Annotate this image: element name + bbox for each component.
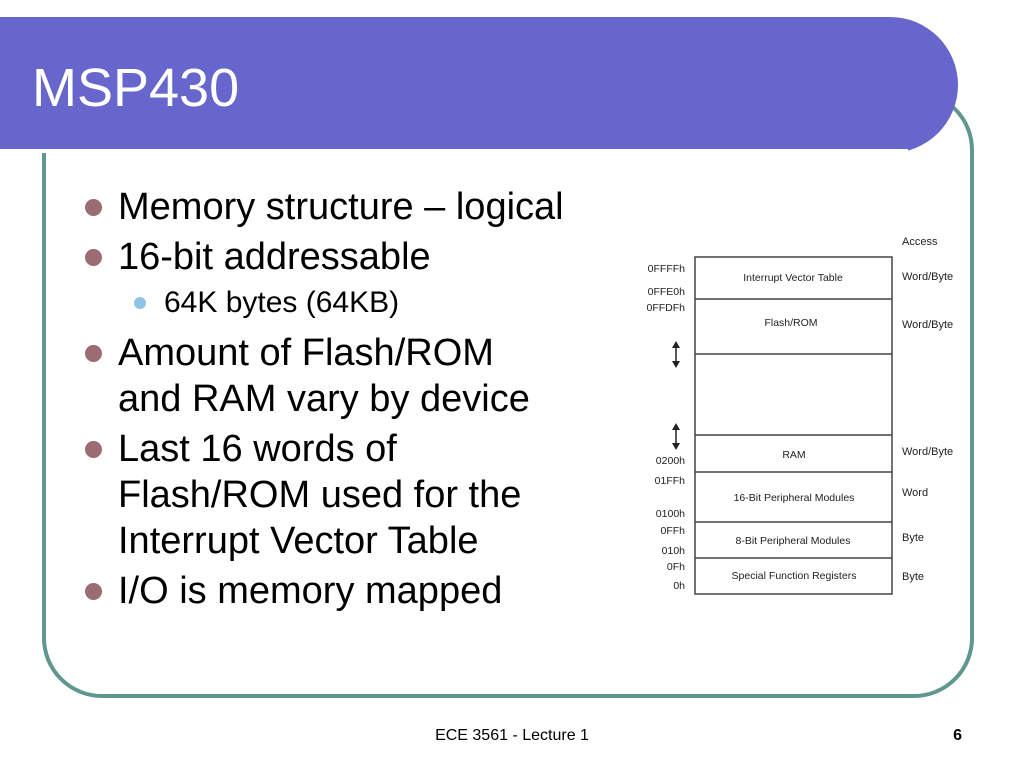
title-bar: MSP430: [0, 17, 958, 153]
access-header: Access: [902, 236, 938, 248]
bullet-16bit: 16-bit addressable: [84, 234, 644, 280]
slide-title: MSP430: [32, 58, 240, 118]
address-label: 0FFE0h: [648, 286, 686, 298]
bullet-dot-icon: [85, 441, 102, 458]
address-label: 0200h: [656, 455, 685, 467]
bullet-text: Memory structure – logical: [118, 186, 564, 228]
subbullet-text: 64K bytes (64KB): [164, 286, 400, 319]
bullet-memory-structure: Memory structure – logical: [84, 184, 644, 230]
block-label-ram: RAM: [782, 449, 805, 461]
memory-map-outline: [694, 256, 893, 595]
access-flash: Word/Byte: [902, 319, 953, 331]
bullet-last-16-words: Last 16 words of Flash/ROM used for the …: [84, 426, 644, 564]
block-label-16bit: 16-Bit Peripheral Modules: [734, 492, 855, 504]
address-label: 010h: [662, 545, 686, 557]
block-label-sfr: Special Function Registers: [732, 570, 857, 582]
page-number: 6: [953, 727, 962, 744]
bullet-line: Amount of Flash/ROM: [118, 332, 494, 374]
bullet-list: Memory structure – logical 16-bit addres…: [84, 184, 644, 618]
access-ram: Word/Byte: [902, 446, 953, 458]
bullet-line: Flash/ROM used for the: [118, 474, 522, 516]
double-arrow-icon: [672, 341, 680, 368]
block-label-flash: Flash/ROM: [764, 317, 817, 329]
block-label-8bit: 8-Bit Peripheral Modules: [736, 535, 851, 547]
footer-course: ECE 3561 - Lecture 1: [435, 727, 589, 744]
address-label: 0h: [673, 580, 685, 592]
address-label: 0FFDFh: [646, 302, 685, 314]
bullet-line: Last 16 words of: [118, 428, 397, 470]
bullet-dot-icon: [85, 583, 102, 600]
double-arrow-icon: [672, 423, 680, 450]
address-label: 0100h: [656, 508, 685, 520]
access-16bit: Word: [902, 487, 928, 499]
bullet-flash-ram: Amount of Flash/ROM and RAM vary by devi…: [84, 330, 644, 422]
bullet-dot-icon: [85, 199, 102, 216]
bullet-line: and RAM vary by device: [118, 378, 530, 420]
address-label: 0FFh: [660, 525, 685, 537]
bullet-line: Interrupt Vector Table: [118, 520, 479, 562]
block-label-ivt: Interrupt Vector Table: [743, 272, 843, 284]
bullet-io-mapped: I/O is memory mapped: [84, 568, 644, 614]
access-8bit: Byte: [902, 532, 924, 544]
address-label: 0Fh: [667, 561, 685, 573]
address-label: 0FFFFh: [648, 263, 685, 275]
title-underline: [0, 149, 908, 153]
access-sfr: Byte: [902, 571, 924, 583]
bullet-dot-icon: [85, 249, 102, 266]
bullet-dot-icon: [85, 345, 102, 362]
address-label: 01FFh: [655, 475, 686, 487]
subbullet-64k: 64K bytes (64KB): [84, 284, 644, 322]
memory-map-diagram: Access Interrupt Vector Table Flash/ROM …: [646, 236, 953, 595]
access-ivt: Word/Byte: [902, 271, 953, 283]
bullet-text: 16-bit addressable: [118, 236, 431, 278]
subbullet-dot-icon: [134, 297, 146, 309]
bullet-text: I/O is memory mapped: [118, 570, 503, 612]
